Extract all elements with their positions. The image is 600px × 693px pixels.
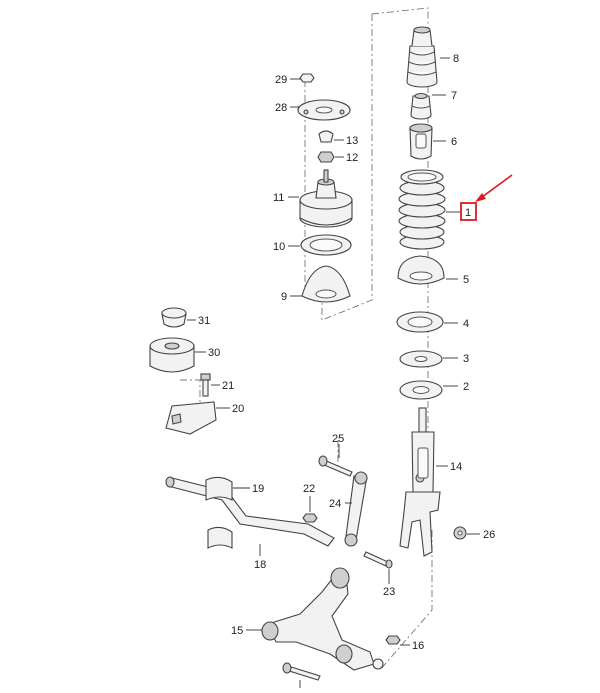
callout-6: 6 bbox=[451, 136, 457, 148]
protective-sleeve bbox=[409, 123, 433, 160]
callout-13: 13 bbox=[346, 135, 358, 147]
coil-spring bbox=[398, 169, 446, 250]
callout-20: 20 bbox=[232, 403, 244, 415]
callout-29: 29 bbox=[275, 74, 287, 86]
callout-8: 8 bbox=[453, 53, 459, 65]
stabilizer-bushing-lower bbox=[207, 526, 233, 549]
bushing-30 bbox=[149, 337, 195, 373]
bolt-25 bbox=[318, 455, 353, 477]
callout-4: 4 bbox=[463, 318, 469, 330]
callout-5: 5 bbox=[463, 274, 469, 286]
nut-small bbox=[299, 73, 315, 83]
callout-labels: 1 2 3 4 5 6 7 8 9 10 11 12 13 14 15 16 1… bbox=[198, 53, 495, 693]
bearing-ring bbox=[300, 234, 352, 256]
callout-9: 9 bbox=[281, 291, 287, 303]
callout-19: 19 bbox=[252, 483, 264, 495]
bump-stop bbox=[410, 92, 432, 120]
shock-absorber bbox=[399, 407, 441, 557]
stabilizer-bushing-upper bbox=[205, 476, 233, 501]
upper-spring-seat bbox=[397, 255, 445, 285]
callout-21: 21 bbox=[222, 380, 234, 392]
callout-25: 25 bbox=[332, 433, 344, 445]
callout-2: 2 bbox=[463, 381, 469, 393]
strut-mount bbox=[299, 169, 353, 228]
spring-pad bbox=[396, 311, 444, 333]
control-arm bbox=[261, 567, 384, 671]
bump-stop-cover bbox=[406, 26, 438, 88]
callout-24: 24 bbox=[329, 498, 341, 510]
washer bbox=[399, 350, 443, 368]
callout-16: 16 bbox=[412, 640, 424, 652]
lower-spring-seat bbox=[399, 380, 443, 400]
top-mount-plate bbox=[297, 99, 351, 121]
spring-insulator bbox=[301, 265, 351, 303]
callout-18: 18 bbox=[254, 559, 266, 571]
callout-1: 1 bbox=[465, 207, 471, 219]
callout-30: 30 bbox=[208, 347, 220, 359]
callout-11: 11 bbox=[273, 192, 284, 204]
highlight-box bbox=[460, 202, 477, 221]
callout-12: 12 bbox=[346, 152, 358, 164]
nut-12 bbox=[317, 151, 335, 163]
bolt-23 bbox=[363, 551, 393, 569]
leader-lines bbox=[187, 57, 480, 688]
nut-22 bbox=[302, 513, 318, 523]
bracket-20 bbox=[165, 401, 217, 435]
coupling-rod bbox=[344, 471, 368, 547]
nut-16 bbox=[385, 635, 401, 645]
callout-23: 23 bbox=[383, 586, 395, 598]
callout-22: 22 bbox=[303, 483, 315, 495]
callout-10: 10 bbox=[273, 241, 285, 253]
callout-3: 3 bbox=[463, 353, 469, 365]
cap-31 bbox=[161, 307, 187, 328]
callout-15: 15 bbox=[231, 625, 243, 637]
callout-7: 7 bbox=[451, 90, 457, 102]
callout-28: 28 bbox=[275, 102, 287, 114]
highlight-marker bbox=[460, 174, 513, 221]
cap-13 bbox=[318, 130, 334, 143]
bolt-17 bbox=[282, 662, 321, 681]
callout-26: 26 bbox=[483, 529, 495, 541]
highlight-arrow-head bbox=[475, 193, 486, 202]
callout-14: 14 bbox=[450, 461, 462, 473]
bolt-21 bbox=[200, 373, 211, 397]
callout-31: 31 bbox=[198, 315, 210, 327]
nut-26 bbox=[453, 526, 467, 540]
